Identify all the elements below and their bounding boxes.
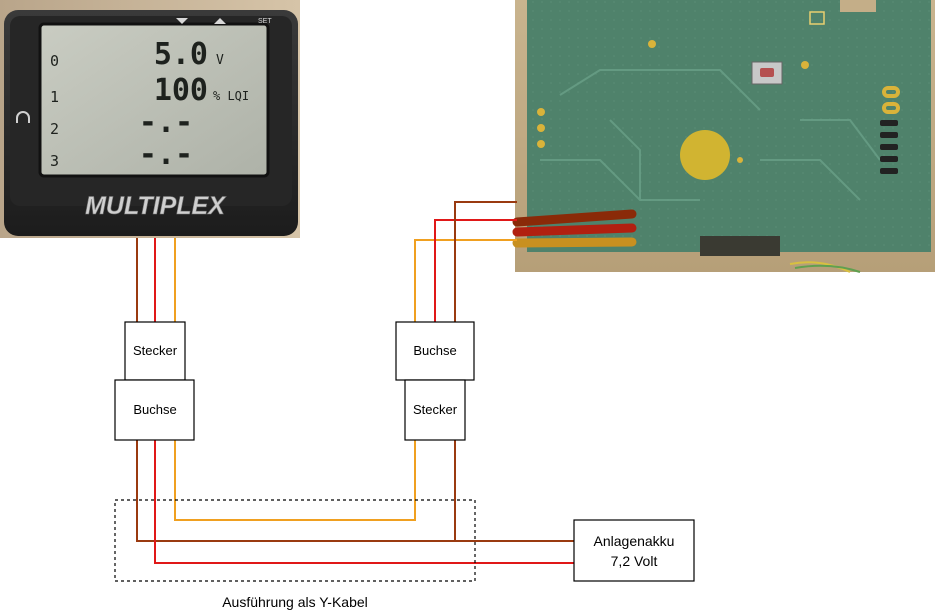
- svg-text:Buchse: Buchse: [133, 402, 176, 417]
- lcd-screen: [38, 22, 270, 178]
- svg-text:100: 100: [154, 73, 208, 108]
- svg-text:-.-: -.-: [139, 105, 193, 140]
- svg-text:Stecker: Stecker: [413, 402, 458, 417]
- svg-text:0: 0: [50, 52, 59, 70]
- connector-left-stecker: Stecker: [124, 321, 186, 381]
- wire-right-brown-top: [454, 201, 517, 322]
- wire-brown-bus: [136, 440, 574, 542]
- lcd-row-3: 3 -.-: [50, 137, 193, 172]
- svg-text:Stecker: Stecker: [133, 343, 178, 358]
- wire-orange-link: [174, 440, 416, 521]
- lcd-row-0: 0 5.0 V: [50, 37, 224, 72]
- lcd-row-1: 1 100 % LQI: [50, 73, 249, 108]
- connector-right-stecker: Stecker: [404, 379, 466, 441]
- headphone-icon: [16, 111, 30, 123]
- telemetry-display-photo: SET 0 5.0 V 1 100 % LQI 2 -.- 3 -.- MULT…: [0, 0, 300, 238]
- receiver-board-photo: [512, 0, 935, 273]
- brand-logo-text: MULTIPLEX: [85, 192, 226, 220]
- svg-text:V: V: [216, 53, 224, 68]
- svg-text:3: 3: [50, 152, 59, 170]
- arrow-down-icon: [176, 18, 188, 24]
- test-pad: [680, 130, 730, 180]
- wires: [136, 201, 574, 564]
- svg-text:1: 1: [50, 88, 59, 106]
- set-label: SET: [258, 18, 272, 25]
- battery-box: Anlagenakku 7,2 Volt: [573, 519, 695, 582]
- wire-right-red-top: [434, 219, 517, 322]
- battery-voltage: 7,2 Volt: [611, 553, 658, 569]
- y-cable-caption: Ausführung als Y-Kabel: [222, 594, 368, 610]
- lcd-row-2: 2 -.-: [50, 105, 193, 140]
- y-cable-region: [114, 499, 476, 582]
- svg-text:5.0: 5.0: [154, 37, 208, 72]
- wire-red-bus: [154, 440, 574, 564]
- svg-text:-.-: -.-: [139, 137, 193, 172]
- connector-right-buchse: Buchse: [395, 321, 475, 381]
- svg-text:2: 2: [50, 120, 59, 138]
- wire-right-orange-top: [414, 239, 517, 322]
- arrow-up-icon: [214, 18, 226, 24]
- svg-text:Buchse: Buchse: [413, 343, 456, 358]
- connector-left-buchse: Buchse: [114, 379, 195, 441]
- svg-text:% LQI: % LQI: [213, 89, 249, 103]
- battery-name: Anlagenakku: [594, 533, 675, 549]
